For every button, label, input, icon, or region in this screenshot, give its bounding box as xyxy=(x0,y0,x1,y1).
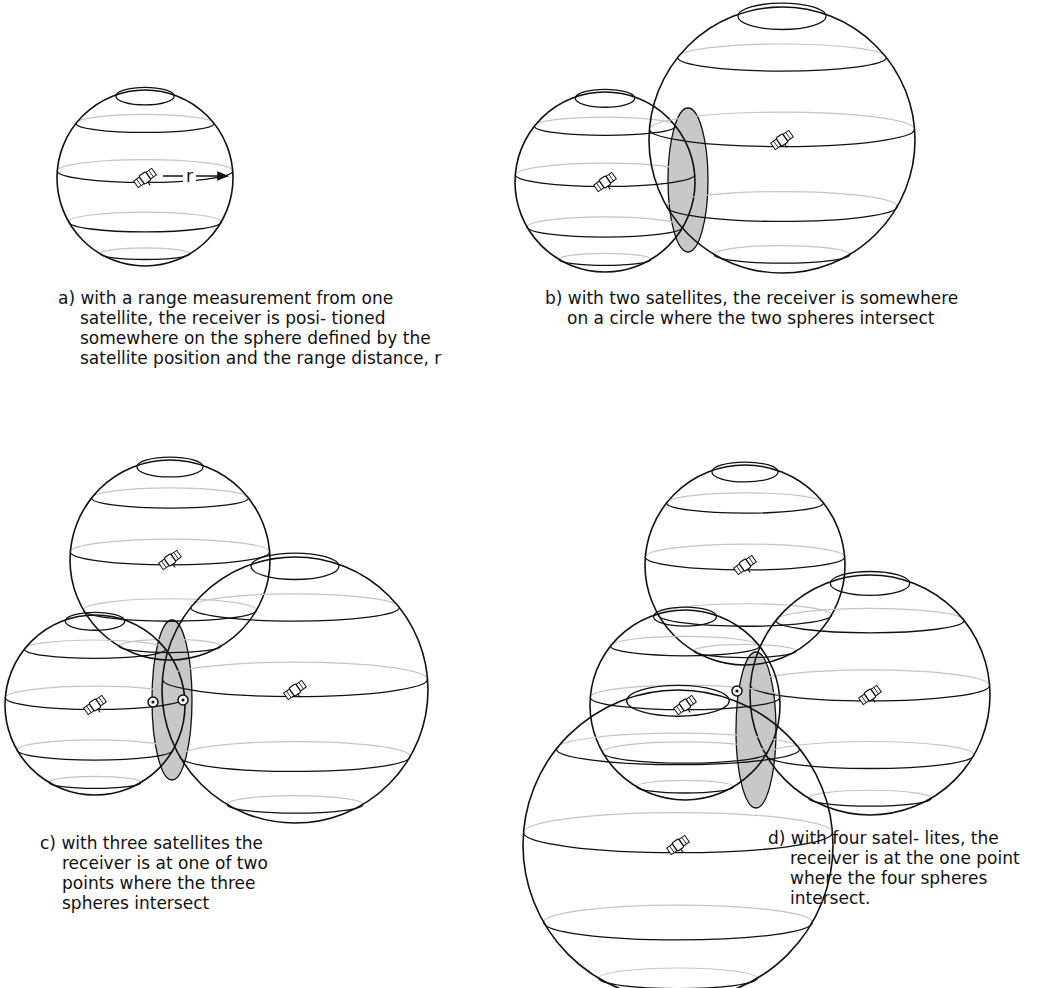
latitude-back xyxy=(57,160,232,171)
latitude-front xyxy=(637,787,734,793)
latitude-front xyxy=(527,227,683,237)
sphere-outline xyxy=(515,92,695,272)
range-sphere xyxy=(5,612,185,795)
sphere-outline xyxy=(162,557,428,823)
latitude-back xyxy=(180,742,410,757)
latitude-back xyxy=(5,686,184,698)
latitude-front xyxy=(649,129,914,146)
latitude-back xyxy=(515,163,694,175)
latitude-back xyxy=(714,246,850,255)
latitude-front xyxy=(76,123,214,132)
latitude-front xyxy=(556,749,799,765)
latitude-back xyxy=(162,662,427,679)
sphere-outline xyxy=(750,575,990,815)
latitude-back xyxy=(678,44,887,58)
latitude-back xyxy=(645,544,844,557)
satellite-icon xyxy=(83,695,109,719)
latitude-back xyxy=(637,780,734,786)
latitude-back xyxy=(750,670,989,686)
latitude-front xyxy=(69,222,221,232)
latitude-front xyxy=(599,978,757,988)
latitude-back xyxy=(70,539,269,552)
latitude-back xyxy=(694,644,796,651)
latitude-back xyxy=(667,192,897,207)
latitude-front xyxy=(162,679,427,696)
latitude-front xyxy=(100,254,190,260)
latitude-back xyxy=(766,741,974,755)
latitude-back xyxy=(559,253,651,259)
latitude-front xyxy=(191,608,400,622)
latitude-front xyxy=(544,923,812,940)
sphere-outline xyxy=(5,615,185,795)
latitude-front xyxy=(24,649,165,658)
latitude-front xyxy=(17,750,173,760)
satellite-icon xyxy=(770,130,796,154)
latitude-front xyxy=(667,207,897,222)
panel-caption: d) with four satel- lites, the receiver … xyxy=(768,828,1058,908)
latitude-back xyxy=(667,493,824,503)
latitude-back xyxy=(544,905,812,922)
latitude-back xyxy=(49,776,141,782)
range-sphere xyxy=(590,607,780,800)
sphere-outline xyxy=(57,90,233,266)
latitude-back xyxy=(100,248,190,254)
satellite-icon xyxy=(133,168,159,192)
satellite-icon xyxy=(158,550,184,574)
latitude-back xyxy=(776,608,964,620)
satellite-icon xyxy=(733,555,759,579)
latitude-front xyxy=(603,753,768,764)
range-sphere xyxy=(57,87,233,266)
latitude-back xyxy=(556,733,799,749)
satellite-icon xyxy=(283,680,309,704)
latitude-back xyxy=(603,742,768,753)
range-sphere xyxy=(750,571,990,815)
latitude-front xyxy=(49,782,141,788)
latitude-back xyxy=(610,636,759,646)
latitude-front xyxy=(776,621,964,633)
latitude-front xyxy=(714,254,850,263)
sphere-outline xyxy=(590,610,780,800)
panel-caption: c) with three satellites the receiver is… xyxy=(40,833,324,913)
latitude-back xyxy=(17,740,173,750)
latitude-back xyxy=(83,599,256,610)
latitude-front xyxy=(227,804,363,813)
latitude-back xyxy=(92,488,249,498)
latitude-front xyxy=(92,498,249,508)
latitude-back xyxy=(69,212,221,222)
latitude-back xyxy=(590,685,779,697)
latitude-back xyxy=(599,968,757,978)
range-sphere xyxy=(515,89,695,272)
latitude-front xyxy=(750,685,989,701)
sphere-outline xyxy=(649,7,915,273)
latitude-back xyxy=(191,594,400,608)
sphere-outline xyxy=(645,465,845,665)
latitude-back xyxy=(227,796,363,805)
satellite-icon xyxy=(593,172,619,196)
latitude-front xyxy=(559,259,651,265)
latitude-front xyxy=(678,58,887,72)
latitude-front xyxy=(180,757,410,772)
panel-caption: a) with a range measurement from one sat… xyxy=(58,288,470,368)
latitude-front xyxy=(610,646,759,656)
latitude-front xyxy=(658,615,831,626)
latitude-back xyxy=(809,790,931,798)
satellite-icon xyxy=(673,695,699,719)
latitude-front xyxy=(667,503,824,513)
latitude-front xyxy=(119,646,221,653)
panel-caption: b) with two satellites, the receiver is … xyxy=(545,288,967,328)
latitude-back xyxy=(527,217,683,227)
range-sphere xyxy=(645,462,845,665)
latitude-back xyxy=(76,114,214,123)
satellite-icon xyxy=(666,835,692,859)
range-sphere xyxy=(649,3,915,273)
satellite-icon xyxy=(858,685,884,709)
latitude-front xyxy=(766,755,974,769)
latitude-back xyxy=(649,112,914,129)
range-sphere xyxy=(162,553,428,823)
range-label: r xyxy=(183,167,196,185)
latitude-back xyxy=(24,640,165,649)
